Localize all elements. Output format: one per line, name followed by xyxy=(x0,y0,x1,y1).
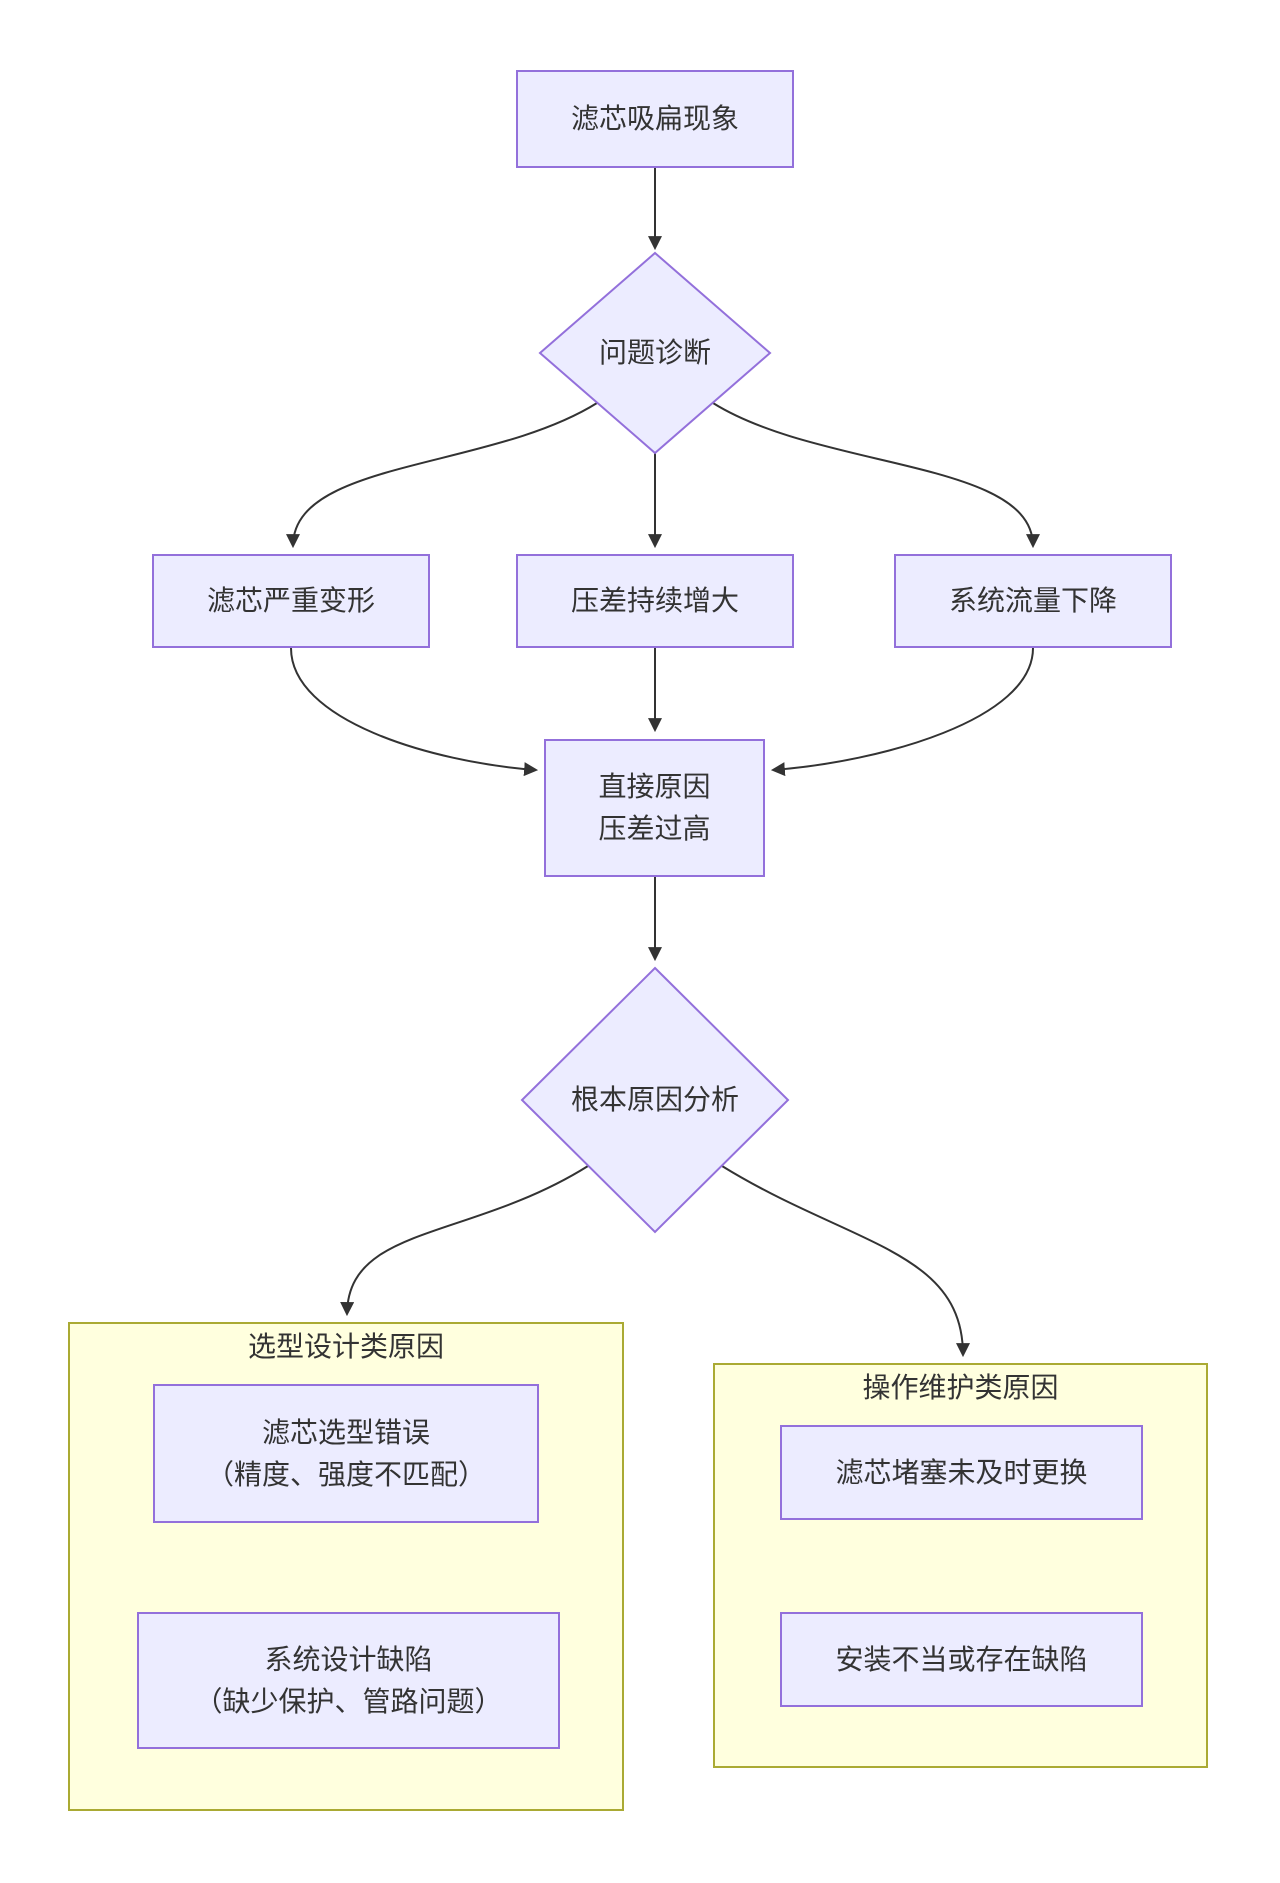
edge-flow-drop-direct-cause xyxy=(770,647,1034,777)
edge-root-analysis-cluster-design xyxy=(340,1165,589,1317)
node-direct-cause-line1: 直接原因 xyxy=(598,771,711,802)
node-phenomenon-label: 滤芯吸扁现象 xyxy=(570,103,739,134)
node-flow-drop-label: 系统流量下降 xyxy=(948,585,1117,616)
node-design-defect-line1: 系统设计缺陷 xyxy=(264,1643,433,1675)
node-pressure-rise-label: 压差持续增大 xyxy=(570,585,739,616)
node-pressure-rise: 压差持续增大 xyxy=(516,554,794,648)
node-design-defect: 系统设计缺陷 （缺少保护、管路问题） xyxy=(137,1612,560,1749)
node-selection-error: 滤芯选型错误 （精度、强度不匹配） xyxy=(153,1384,539,1523)
node-selection-error-line2: （精度、强度不匹配） xyxy=(205,1458,486,1490)
diamond-diagnosis xyxy=(538,251,772,455)
node-bad-install-label: 安装不当或存在缺陷 xyxy=(835,1643,1088,1675)
node-clogged-filter-label: 滤芯堵塞未及时更换 xyxy=(835,1456,1088,1488)
node-phenomenon: 滤芯吸扁现象 xyxy=(516,70,794,168)
node-clogged-filter: 滤芯堵塞未及时更换 xyxy=(780,1425,1143,1520)
node-direct-cause: 直接原因 压差过高 xyxy=(544,739,765,877)
node-direct-cause-line2: 压差过高 xyxy=(598,813,711,844)
node-diagnosis-label: 问题诊断 xyxy=(598,337,712,368)
edge-diagnosis-flow-drop xyxy=(712,402,1040,549)
edge-deform-direct-cause xyxy=(290,647,539,777)
node-selection-error-line1: 滤芯选型错误 xyxy=(261,1416,430,1448)
node-design-defect-line2: （缺少保护、管路问题） xyxy=(194,1685,503,1717)
node-flow-drop: 系统流量下降 xyxy=(894,554,1172,648)
node-bad-install: 安装不当或存在缺陷 xyxy=(780,1612,1143,1707)
edge-root-analysis-cluster-operation xyxy=(721,1165,970,1358)
node-deform: 滤芯严重变形 xyxy=(152,554,430,648)
cluster-design-title: 选型设计类原因 xyxy=(247,1331,444,1362)
edge-diagnosis-deform xyxy=(286,402,598,549)
node-deform-label: 滤芯严重变形 xyxy=(206,585,375,616)
cluster-operation-title: 操作维护类原因 xyxy=(862,1372,1059,1403)
node-root-analysis-label: 根本原因分析 xyxy=(570,1084,740,1115)
diamond-root-analysis xyxy=(520,966,790,1234)
